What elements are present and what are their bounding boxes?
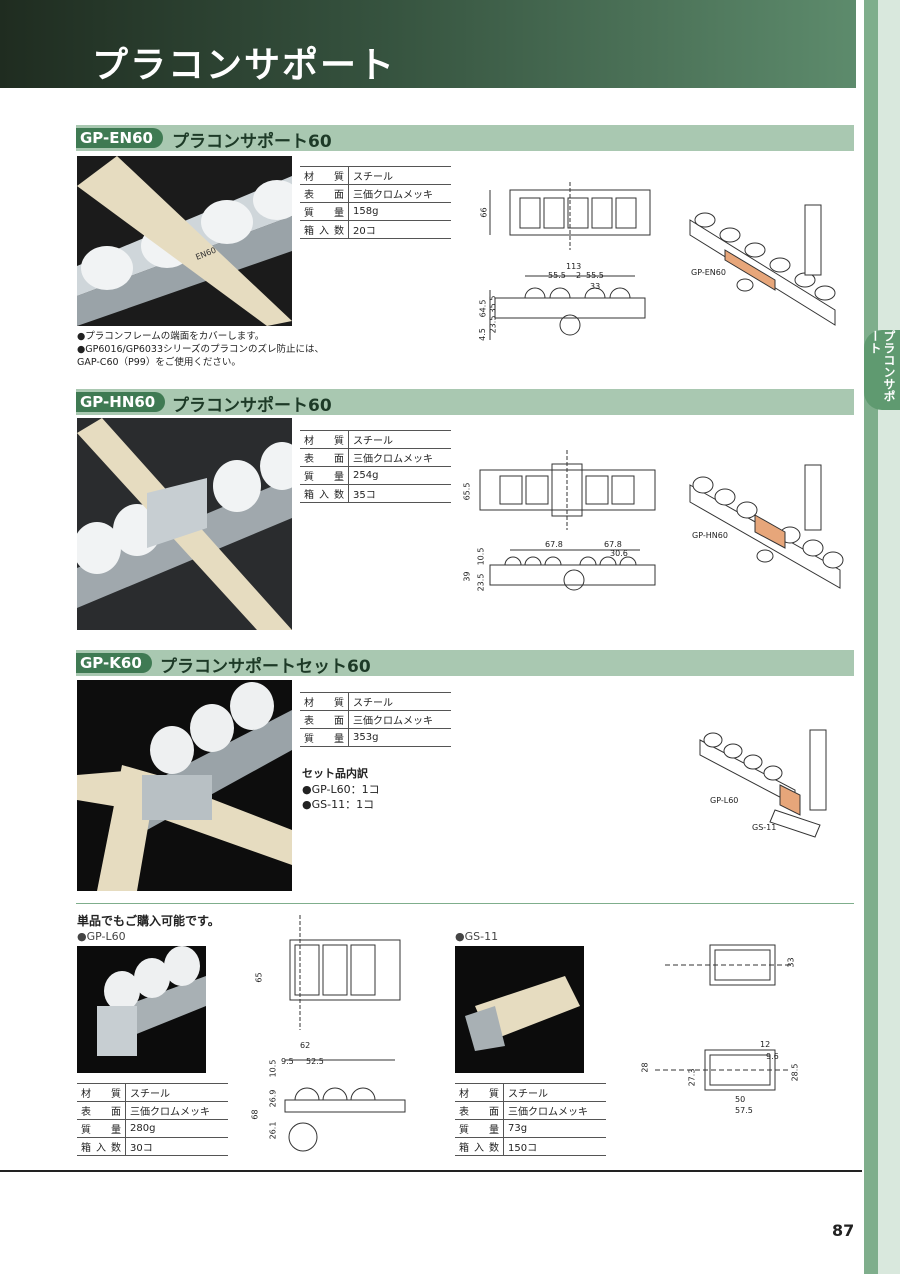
spec-row: 材質スチール (300, 166, 451, 185)
product-photo-gp-l60 (77, 946, 206, 1073)
side-index-tab[interactable]: プラコンサポート (864, 330, 900, 410)
spec-row: 材質スチール (300, 692, 451, 711)
set-item: ●GS-11：1コ (302, 798, 375, 811)
set-contents-title: セット品内訳 (302, 767, 368, 780)
isometric-drawing-gp-hn60 (689, 464, 844, 589)
product-photo-gs-11 (455, 946, 584, 1073)
technical-drawing-gp-l60 (284, 915, 406, 1152)
section-header-gp-hn60: GP-HN60 プラコンサポート60 (76, 389, 854, 416)
spec-row: 表面三価クロムメッキ (300, 184, 451, 203)
side-rail (864, 0, 878, 1274)
footer-rule (0, 1170, 862, 1172)
spec-row: 材質スチール (300, 430, 451, 449)
divider (76, 903, 854, 904)
spec-row: 材質スチール (455, 1083, 606, 1102)
spec-row: 材質スチール (77, 1083, 228, 1102)
isometric-drawing-gp-k60 (699, 729, 827, 838)
section-header-gp-k60: GP-K60 プラコンサポートセット60 (76, 650, 854, 677)
section-code: GP-HN60 (76, 392, 166, 412)
spec-row: 表面三価クロムメッキ (300, 448, 451, 467)
product-photo-gp-k60 (77, 680, 292, 891)
section-header-gp-en60: GP-EN60 プラコンサポート60 (76, 125, 854, 152)
section-code: GP-K60 (76, 653, 152, 673)
section-code: GP-EN60 (76, 128, 163, 148)
section-title: プラコンサポートセット60 (160, 657, 371, 677)
technical-drawing-gp-en60 (489, 182, 651, 340)
section-title: プラコンサポート60 (172, 396, 332, 416)
spec-row: 表面三価クロムメッキ (300, 710, 451, 729)
page-header: プラコンサポート (0, 0, 856, 88)
technical-drawing-gp-hn60 (479, 450, 656, 591)
item-label-gs-11: ●GS-11 (455, 930, 499, 943)
product-photo-gp-hn60 (77, 418, 292, 630)
set-item: ●GP-L60：1コ (302, 783, 380, 796)
isometric-drawing-gp-en60 (689, 204, 836, 326)
product-photo-gp-en60: EN60 (77, 156, 292, 326)
side-rail-light (878, 0, 900, 1274)
item-label-gp-l60: ●GP-L60 (77, 930, 126, 943)
spec-row: 表面三価クロムメッキ (455, 1101, 606, 1120)
page-number: 87 (832, 1221, 855, 1240)
section-title: プラコンサポート60 (172, 132, 332, 152)
section-notes: ●プラコンフレームの端面をカバーします。 ●GP6016/GP6033シリーズの… (77, 331, 325, 368)
page-title: プラコンサポート (92, 45, 397, 86)
technical-drawing-gs-11 (655, 944, 790, 1091)
spec-row: 表面三価クロムメッキ (77, 1101, 228, 1120)
single-purchase-title: 単品でもご購入可能です。 (77, 914, 220, 928)
